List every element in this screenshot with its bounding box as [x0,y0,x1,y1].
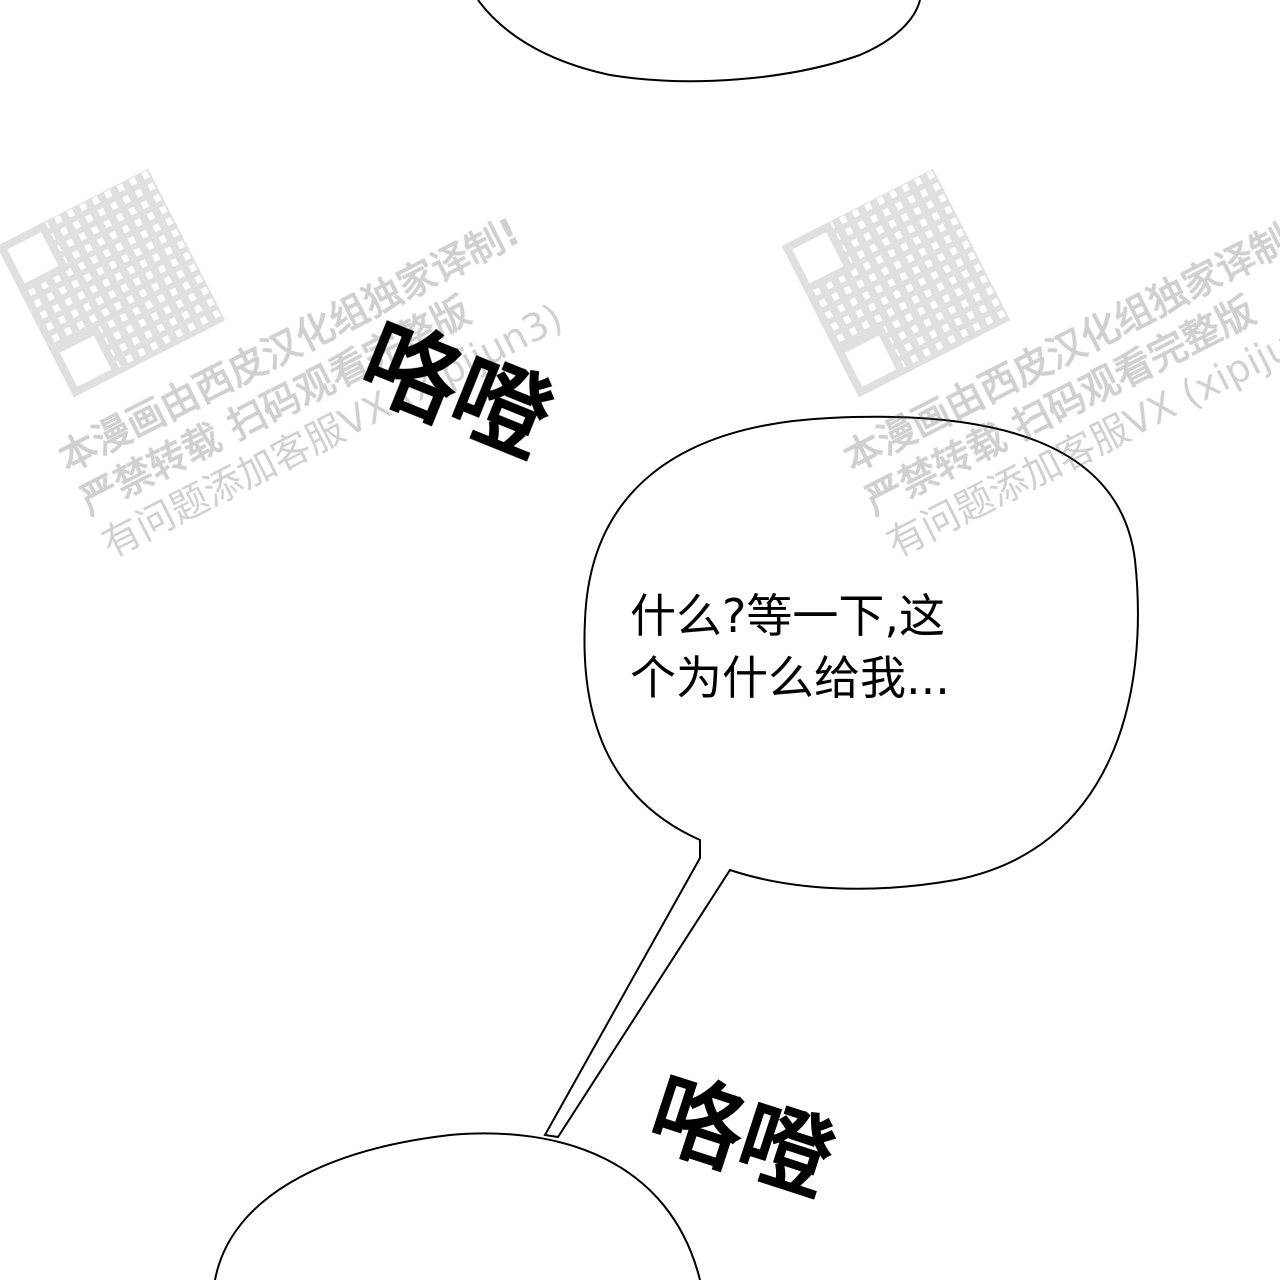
dialogue-line-1: 什么?等一下,这 [630,589,946,643]
main-speech-bubble [543,415,1139,1139]
dialogue-line-2: 个为什么给我... [630,651,950,705]
bottom-speech-bubble [214,1132,701,1280]
dialogue-text: 什么?等一下,这 个为什么给我... [630,585,1110,709]
top-speech-bubble [477,0,921,83]
